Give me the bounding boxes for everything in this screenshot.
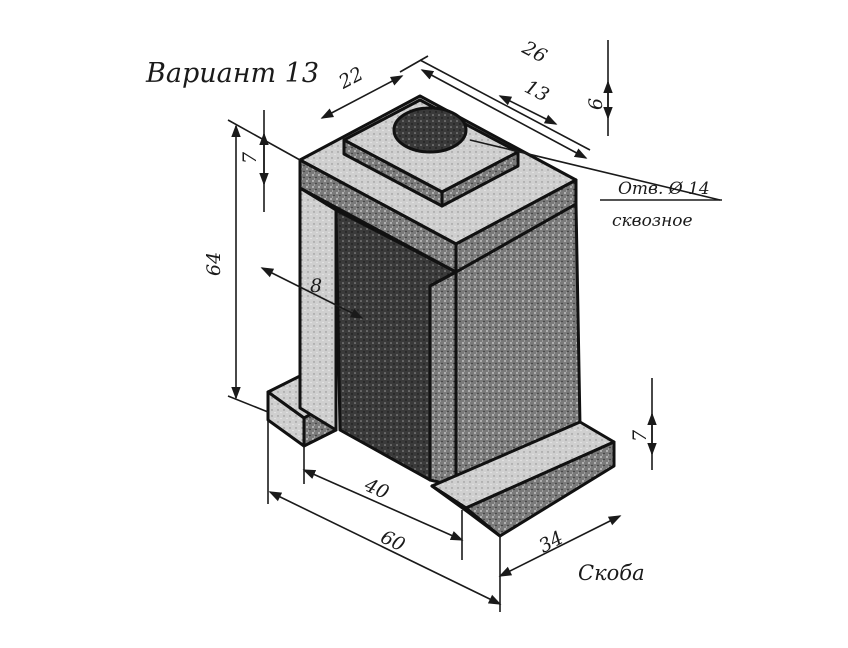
dim-overall-length: 60 bbox=[377, 526, 408, 556]
drawing-caption: Скоба bbox=[578, 561, 645, 585]
top-plate-side bbox=[454, 178, 578, 274]
dim-top-plate-height: 7 bbox=[239, 151, 261, 164]
dim-foot-height: 7 bbox=[629, 429, 651, 442]
boss-side bbox=[440, 150, 520, 208]
dim-overall-depth: 34 bbox=[535, 527, 567, 558]
dim-leg-thickness: 8 bbox=[310, 275, 322, 297]
hole-note-line1: Отв. Ø 14 bbox=[618, 179, 710, 199]
right-leg-front bbox=[428, 270, 458, 488]
dim-boss-height: 6 bbox=[585, 98, 607, 110]
dim-overall-height: 64 bbox=[203, 252, 225, 276]
dim-top-width: 26 bbox=[518, 36, 551, 67]
dim-top-depth: 22 bbox=[334, 63, 367, 94]
dim-inner-length: 40 bbox=[360, 474, 392, 504]
dimension-lines bbox=[227, 40, 722, 612]
drawing-title: Вариант 13 bbox=[145, 58, 319, 89]
dim-boss-width: 13 bbox=[521, 76, 553, 107]
through-hole bbox=[392, 106, 468, 154]
hole-note-line2: сквозное bbox=[612, 211, 693, 231]
left-leg-front bbox=[298, 186, 338, 432]
